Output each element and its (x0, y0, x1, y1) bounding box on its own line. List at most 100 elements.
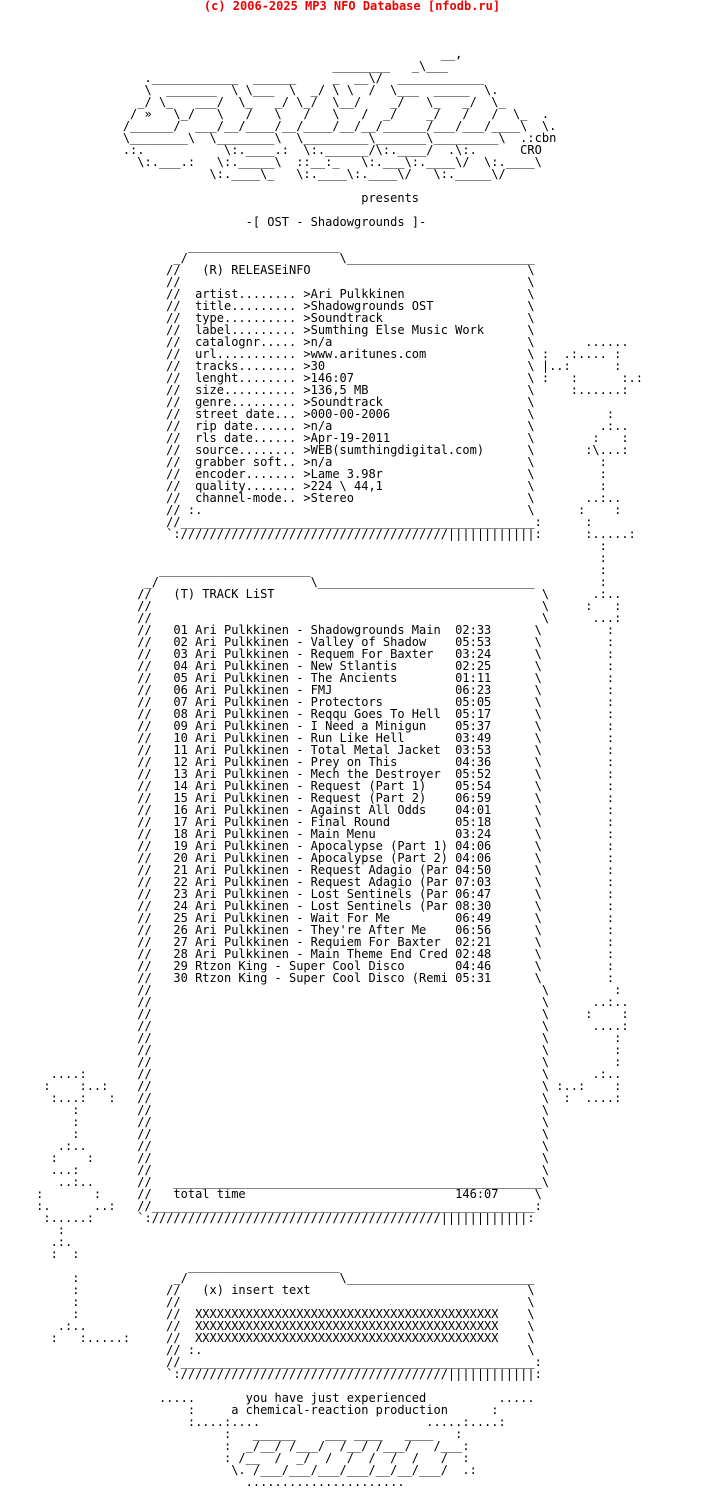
nfo-line: : // \ (0, 1115, 550, 1129)
nfo-line: : (0, 551, 607, 565)
nfo-line: : : // total time 146:07 \ (0, 1187, 542, 1201)
nfo-line: ________ _\___ (0, 59, 448, 73)
nfo-line: //______________________________________… (0, 1355, 542, 1369)
nfo-line: // \ ..:.. (0, 995, 629, 1009)
nfo-line: presents (0, 191, 420, 205)
nfo-line: // type.......... >Soundtrack \ (0, 311, 535, 325)
nfo-line: __, (0, 47, 463, 61)
nfo-line: // 23 Ari Pulkkinen - Lost Sentinels (Pa… (0, 887, 615, 901)
nfo-line: // 05 Ari Pulkkinen - The Ancients 01:11… (0, 671, 615, 685)
nfo-line: // 07 Ari Pulkkinen - Protectors 05:05 \… (0, 695, 615, 709)
nfo-line: .____________ ______ _ __\/ ____________ (0, 71, 485, 85)
nfo-line: // 29 Rtzon King - Super Cool Disco 04:4… (0, 959, 615, 973)
nfo-line: _____________________ : (0, 563, 607, 577)
nfo-line: // channel-mode.. >Stereo \ ..:.. (0, 491, 622, 505)
nfo-line: // source........ >WEB(sumthingdigital.c… (0, 443, 629, 457)
nfo-line: // catalognr..... >n/a \ ...... (0, 335, 629, 349)
nfo-line: // 04 Ari Pulkkinen - New Stlantis 02:25… (0, 659, 615, 673)
nfo-line: _/ \______________________________ : (0, 575, 607, 589)
nfo-line: // rls date...... >Apr-19-2011 \ : : (0, 431, 629, 445)
nfo-line: // tracks........ >30 \ |..: : (0, 359, 622, 373)
nfo-line: // 14 Ari Pulkkinen - Request (Part 1) 0… (0, 779, 615, 793)
nfo-line: : : // \ (0, 1151, 550, 1165)
nfo-line: // 27 Ari Pulkkinen - Requiem For Baxter… (0, 935, 615, 949)
nfo-line: `://///////////////////////////////////|… (0, 1367, 542, 1381)
nfo-line: -[ OST - Shadowgrounds ]- (0, 215, 427, 229)
nfo-line: // :. \ (0, 1343, 535, 1357)
nfo-line: _/ \__________________________ (0, 251, 535, 265)
nfo-line: : ______ ___ ____ ____ : (0, 1427, 463, 1441)
nfo-line: \:.____\_ \:.____\:.____\/ \:._____\/ (0, 167, 506, 181)
nfo-line: : :.....: // XXXXXXXXXXXXXXXXXXXXXXXXXXX… (0, 1331, 535, 1345)
nfo-line: // title......... >Shadowgrounds OST \ (0, 299, 535, 313)
nfo-line: // \ : (0, 1055, 622, 1069)
nfo-line: // 01 Ari Pulkkinen - Shadowgrounds Main… (0, 623, 615, 637)
nfo-line: // \ : : (0, 1007, 629, 1021)
nfo-line: : // XXXXXXXXXXXXXXXXXXXXXXXXXXXXXXXXXXX… (0, 1307, 535, 1321)
nfo-line: // 03 Ari Pulkkinen - Requem For Baxter … (0, 647, 615, 661)
nfo-line: // 08 Ari Pulkkinen - Reqqu Goes To Hell… (0, 707, 615, 721)
nfo-line: // 06 Ari Pulkkinen - FMJ 06:23 \ : (0, 683, 615, 697)
nfo-line: :. ..: //_______________________________… (0, 1199, 542, 1213)
nfo-line: \:.___.: \:._____\ ::__:_ \:.___\:.____\… (0, 155, 542, 169)
nfo-line: : (0, 539, 607, 553)
nfo-line: :.....: `://////////////////////////////… (0, 1211, 535, 1225)
nfo-line: // lenght........ >146:07 \ : : :.: (0, 371, 643, 385)
nfo-line: // (T) TRACK LiST \ .:.. (0, 587, 622, 601)
nfo-line: : _/__/ /___/ /__/ /___/ /___: (0, 1439, 470, 1453)
nfo-line: : :..: // \ :..: : (0, 1079, 622, 1093)
nfo-line: // 21 Ari Pulkkinen - Request Adagio (Pa… (0, 863, 615, 877)
nfo-line: // \ : (0, 983, 622, 997)
nfo-line: ...: // \ (0, 1163, 550, 1177)
nfo-line: // 19 Ari Pulkkinen - Apocalypse (Part 1… (0, 839, 615, 853)
nfo-line: // 24 Ari Pulkkinen - Lost Sentinels (Pa… (0, 899, 615, 913)
nfo-line: : // (x) insert text \ (0, 1283, 535, 1297)
nfo-line: .:.. // XXXXXXXXXXXXXXXXXXXXXXXXXXXXXXXX… (0, 1319, 535, 1333)
nfo-line: : : (0, 1247, 80, 1261)
nfo-line: // 13 Ari Pulkkinen - Mech the Destroyer… (0, 767, 615, 781)
nfo-line: // 30 Rtzon King - Super Cool Disco (Rem… (0, 971, 615, 985)
nfo-line: // grabber soft.. >n/a \ : (0, 455, 607, 469)
nfo-line: _/ \_ ___/ \_ _/ \_/ \__/ _/ \_ _/ \_ (0, 95, 506, 109)
nfo-line (0, 1488, 704, 1500)
nfo-line: // street date... >000-00-2006 \ : (0, 407, 615, 421)
nfo-line: // \ : (0, 1043, 622, 1057)
nfo-line: : (0, 1223, 66, 1237)
nfo-line: // 11 Ari Pulkkinen - Total Metal Jacket… (0, 743, 615, 757)
nfo-line: // 02 Ari Pulkkinen - Valley of Shadow 0… (0, 635, 615, 649)
nfo-line: // 25 Ari Pulkkinen - Wait For Me 06:49 … (0, 911, 615, 925)
nfo-document: __, ________ _\___ .____________ ______ … (0, 12, 704, 1500)
nfo-line: // encoder....... >Lame 3.98r \ : (0, 467, 607, 481)
nfo-line: : // \ (0, 1103, 550, 1117)
nfo-line: // artist........ >Ari Pulkkinen \ (0, 287, 535, 301)
nfo-line: \. /___/___/___/___/__/__/___/ .: (0, 1463, 477, 1477)
nfo-line: // \ ....: (0, 1019, 629, 1033)
nfo-line: : /__ / _/ / / / / / / : (0, 1451, 470, 1465)
nfo-line: // 12 Ari Pulkkinen - Prey on This 04:36… (0, 755, 615, 769)
nfo-line: // 28 Ari Pulkkinen - Main Theme End Cre… (0, 947, 615, 961)
nfo-line: :....:.... .....:....: (0, 1415, 506, 1429)
nfo-line: // 10 Ari Pulkkinen - Run Like Hell 03:4… (0, 731, 615, 745)
nfo-line: .:. (0, 1235, 73, 1249)
nfo-line: // 26 Ari Pulkkinen - They're After Me 0… (0, 923, 615, 937)
nfo-line: \ _______ \ \___ \ _/ \ \ / \___ _____ \… (0, 83, 499, 97)
nfo-line: // rip date...... >n/a \ .:.. (0, 419, 629, 433)
nfo-line: : _/ \__________________________ (0, 1271, 535, 1285)
nfo-line: / » \_/ \ / \ / \ / _/ _/ / / \_ . (0, 107, 550, 121)
nfo-line: ....: // \ .:.. (0, 1067, 622, 1081)
nfo-line: // \ : : (0, 599, 622, 613)
nfo-line (0, 12, 704, 24)
nfo-line: _____________________ (0, 239, 340, 253)
nfo-line: .:. \:.____.: \:.______/\:.____/ .\:. CR… (0, 143, 542, 157)
nfo-line: // quality....... >224 \ 44,1 \ : (0, 479, 607, 493)
site-header: (c) 2006-2025 MP3 NFO Database [nfodb.ru… (203, 0, 501, 13)
nfo-line: // label......... >Sumthing Else Music W… (0, 323, 535, 337)
nfo-line: ...................... (0, 1475, 405, 1489)
nfo-line: // \ : (0, 1031, 622, 1045)
nfo-line: :...: : // \ : ....: (0, 1091, 622, 1105)
nfo-line: //______________________________________… (0, 515, 593, 529)
nfo-line: // 18 Ari Pulkkinen - Main Menu 03:24 \ … (0, 827, 615, 841)
nfo-line: : a chemical-reaction production : (0, 1403, 499, 1417)
nfo-line: // \ ...: (0, 611, 622, 625)
nfo-line: // :. \ : : (0, 503, 622, 517)
